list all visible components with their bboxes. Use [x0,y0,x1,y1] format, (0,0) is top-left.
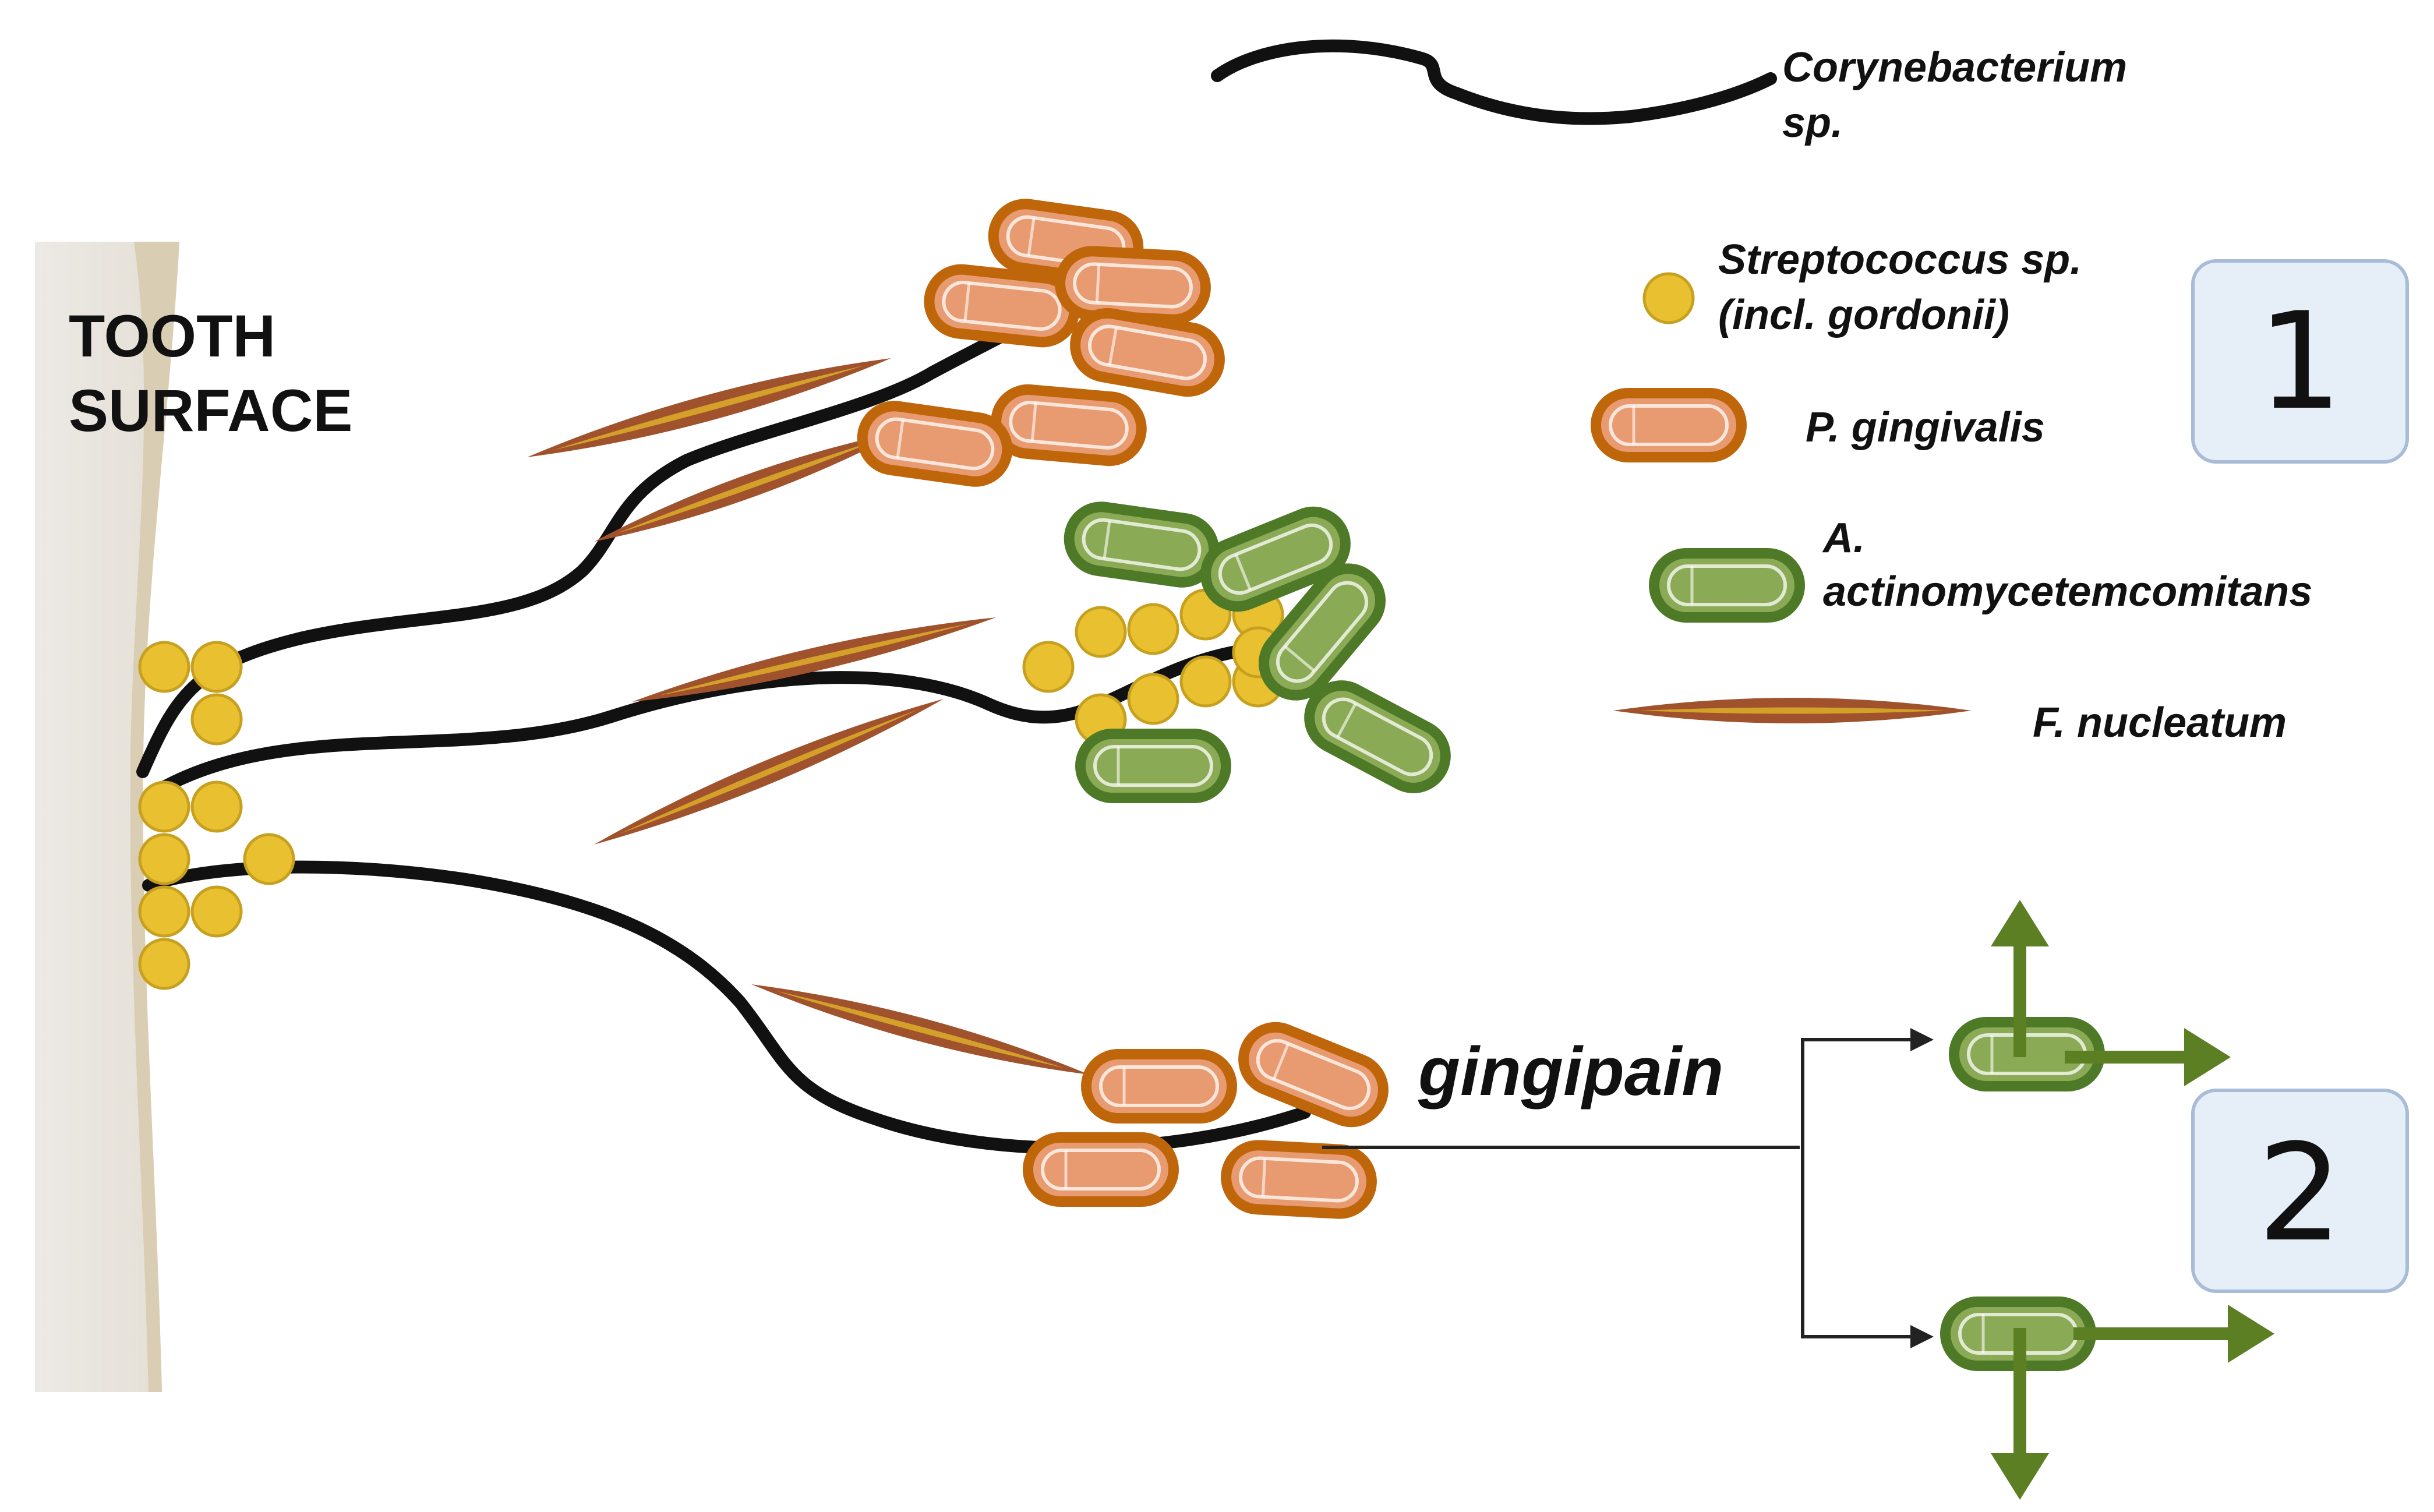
arrow-right-lower [2073,1305,2274,1363]
aa-rod [1064,501,1220,588]
pg-rod [1221,1140,1377,1219]
pg-rod [991,384,1147,467]
strep-coccus [1127,673,1179,725]
panel-number-2: 2 [2258,1116,2343,1271]
panel-number-1: 1 [2258,284,2343,440]
tooth-surface [35,242,179,1392]
dispersal-arrows [1991,900,2274,1500]
legend-aa-icon [1649,548,1805,623]
f-nucleatum-cell [594,698,944,845]
panel-box-1: 1 [2191,259,2409,464]
aa-rod [1200,506,1351,612]
arrow-down [1991,1328,2049,1500]
strep-coccus [1179,655,1232,708]
strep-coccus [1022,641,1075,693]
legend-pg-label: P. gingivalis [1806,404,2045,451]
f-nucleatum-cell [594,430,903,542]
strep-coccus [138,641,190,693]
strep-coccus [138,833,190,885]
legend-f-nucleatum-icon [1613,698,1972,723]
filament-upper [136,273,1101,778]
panel-box-2: 2 [2191,1089,2409,1293]
strep-coccus [138,780,190,833]
legend-strep-label-line1: Streptococcus sp. [1718,236,2082,283]
legend-strep-icon [1642,272,1695,324]
strep-coccus [190,641,243,693]
tooth-label-line2: SURFACE [69,377,352,444]
pg-rod [1055,246,1211,325]
f-nucleatum-cell [527,358,892,458]
streptococcus-group [138,272,1695,990]
legend-cory-label-line2: sp. [1782,100,1843,146]
corynebacterium-filaments [136,39,1777,1155]
connector-arrowhead-upper [1910,1028,1934,1051]
arrow-right-upper [2065,1028,2231,1086]
f-nucleatum-group [527,358,1972,1075]
pg-rod [1238,1022,1389,1128]
legend-cory-label-line1: Corynebacterium [1782,44,2127,91]
aa-rod [1304,680,1451,793]
f-nucleatum-cell [751,984,1089,1075]
strep-coccus [190,693,243,746]
strep-coccus [138,885,190,938]
legend-cory-filament [1211,39,1777,125]
gingipain-label: gingipain [1418,1033,1723,1110]
gingipain-connector [1322,1038,1922,1338]
pg-rod [1081,1049,1237,1124]
legend-strep-label-line2: (incl. gordonii) [1718,292,2009,338]
strep-coccus [190,780,243,833]
strep-coccus [243,833,295,885]
legend-aa-label-line2: actinomycetemcomitans [1823,568,2312,615]
f-nucleatum-cell [631,617,997,702]
connector-arrowhead-lower [1910,1325,1934,1348]
legend-fn-label: F. nucleatum [2033,700,2287,746]
arrow-up [1991,900,2049,1057]
aa-rod [1075,729,1231,803]
pg-rod [857,401,1013,487]
p-gingivalis-group [857,199,1747,1219]
legend-pg-icon [1591,388,1747,462]
legend-aa-label-line1: A. [1822,515,1865,561]
strep-coccus [1127,603,1179,655]
strep-coccus [1075,606,1127,658]
strep-coccus [190,885,243,938]
aa-rod [1259,563,1386,701]
pg-rod [924,264,1080,348]
tooth-label-line1: TOOTH [69,303,275,369]
pg-rod [1023,1132,1179,1207]
pg-rod [1070,308,1225,397]
strep-coccus [138,938,190,990]
